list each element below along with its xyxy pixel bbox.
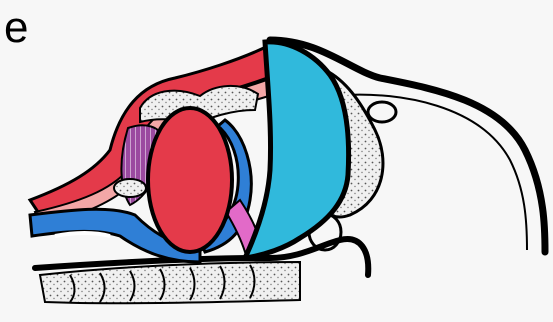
- white-stripe: [55, 233, 110, 236]
- bone-cavity-upper: [368, 102, 396, 122]
- red-oval-region: [148, 108, 232, 252]
- vertebrae-region: [40, 262, 300, 303]
- bone-fragment: [114, 179, 146, 197]
